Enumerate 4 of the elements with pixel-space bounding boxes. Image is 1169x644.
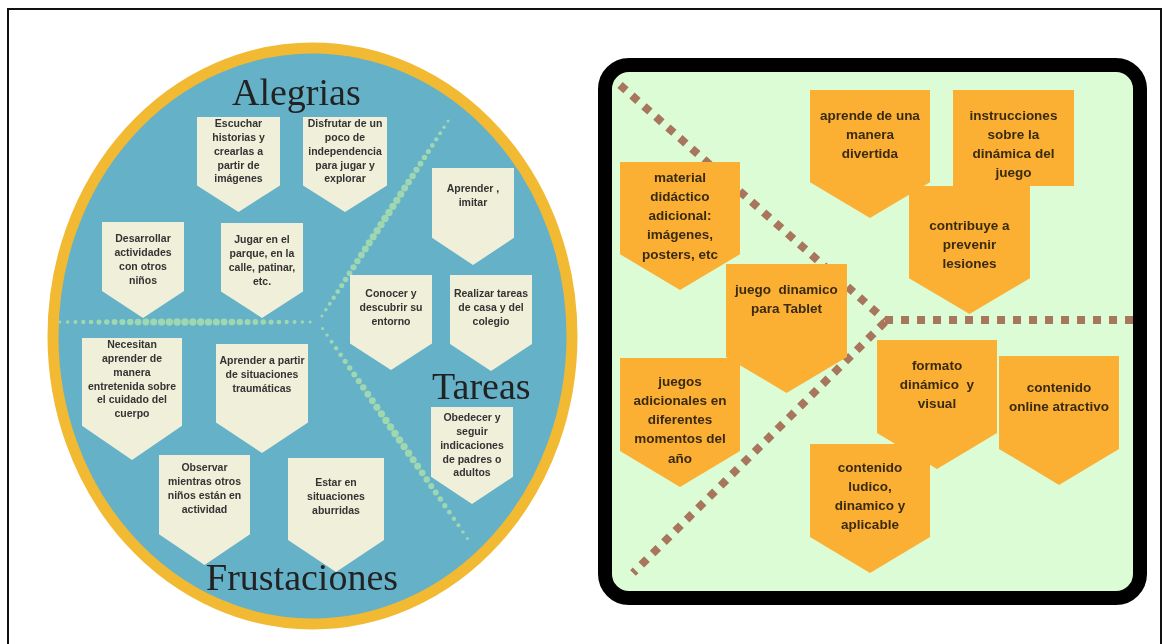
pentagon-note: instrucciones sobre la dinámica del juego bbox=[953, 90, 1074, 186]
section-heading: Alegrias bbox=[232, 70, 361, 114]
square-panel bbox=[598, 58, 1147, 605]
ellipse-panel bbox=[47, 42, 578, 630]
